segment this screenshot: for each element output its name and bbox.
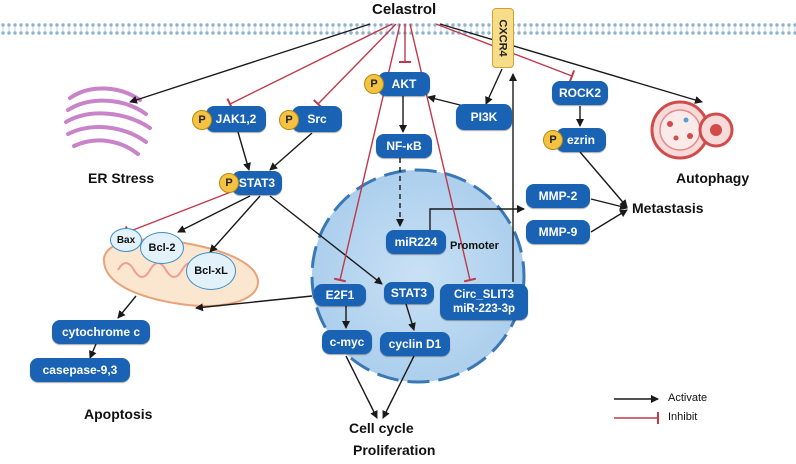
mmp9-node: MMP-9: [526, 220, 590, 244]
mmp2-node: MMP-2: [526, 184, 590, 208]
apoptosis-label: Apoptosis: [84, 406, 153, 422]
cyclin-d1-node: cyclin D1: [380, 332, 450, 356]
stat3-to-bclxl: [209, 195, 261, 253]
src-to-stat3: [269, 132, 313, 171]
pi3k-node: PI3K: [456, 104, 512, 130]
inhibition-lines: [124, 23, 659, 424]
e2f1-to-mitochondrion: [195, 295, 313, 312]
celastrol-inhibits-src: [313, 23, 397, 109]
stat3-to-nuclear-stat3: [269, 195, 383, 285]
endoplasmic-reticulum-icon: [64, 86, 152, 156]
cell-cycle-label: Cell cycle: [349, 420, 414, 436]
cmyc-node: c-myc: [322, 330, 372, 354]
nfkb-node: NF-κB: [376, 134, 432, 158]
celastrol-to-autophagy: [439, 23, 703, 104]
mmp2-to-metastasis: [590, 198, 628, 211]
akt-node: AKT: [378, 72, 430, 96]
nuclear-stat3-node: STAT3: [384, 282, 434, 304]
stat3-inhibits-bax: [124, 189, 237, 238]
mir224-node: miR224: [386, 230, 446, 254]
cyclin-to-cell-cycle: [382, 355, 415, 419]
legend-inhibit-label: Inhibit: [668, 411, 698, 423]
stat3-to-bcl2: [177, 195, 251, 233]
circ-slit3-text: Circ_SLIT3: [453, 289, 515, 301]
bclxl-bubble: Bcl-xL: [186, 252, 236, 290]
e2f1-node: E2F1: [314, 284, 366, 306]
rock2-node: ROCK2: [552, 81, 608, 105]
circ-slit3-mir223-node: Circ_SLIT3 miR-223-3p: [440, 284, 528, 320]
stat3-phospho-icon: P: [219, 173, 239, 193]
ezrin-node: ezrin: [556, 128, 606, 152]
celastrol-inhibits-e2f1: [333, 23, 401, 283]
autophagosome-icon: [650, 100, 734, 160]
promoter-label: Promoter: [450, 240, 499, 252]
caspase-node: casepase-9,3: [30, 358, 130, 382]
celastrol-inhibits-jak: [226, 23, 393, 110]
cxcr4-to-pi3k: [485, 68, 503, 105]
activation-arrows: [89, 23, 703, 419]
cytochrome-to-caspase: [89, 343, 97, 359]
bax-bubble: Bax: [110, 228, 142, 252]
src-phospho-icon: P: [279, 110, 299, 130]
er-stress-label: ER Stress: [88, 170, 155, 186]
celastrol-inhibits-circ: [409, 23, 477, 283]
legend-activate-label: Activate: [668, 392, 708, 404]
proliferation-label: Proliferation: [353, 442, 436, 458]
bcl2-bubble: Bcl-2: [140, 232, 184, 264]
autophagy-label: Autophagy: [676, 170, 750, 186]
cmyc-to-cell-cycle: [345, 355, 378, 419]
stat3-node: STAT3: [232, 171, 282, 195]
src-node: Src: [292, 106, 342, 132]
mir223-text: miR-223-3p: [453, 303, 515, 315]
ezrin-to-metastasis: [579, 151, 628, 208]
nucleus: [310, 168, 526, 384]
jak-to-stat3: [237, 131, 251, 171]
metastasis-label: Metastasis: [632, 200, 704, 216]
akt-phospho-icon: P: [364, 74, 384, 94]
cxcr4-receptor: CXCR4: [492, 8, 514, 68]
jak12-node: JAK1,2: [206, 106, 266, 132]
stat3-to-cyclin: [405, 303, 416, 331]
cxcr4-label: CXCR4: [497, 19, 510, 57]
mitochondrion-to-cytochrome: [117, 295, 137, 319]
cytochrome-c-node: cytochrome c: [52, 320, 150, 344]
mmp9-to-metastasis: [590, 209, 628, 233]
ezrin-phospho-icon: P: [543, 130, 563, 150]
drug-title: Celastrol: [372, 1, 437, 18]
cell-membrane: [0, 22, 796, 36]
jak12-phospho-icon: P: [192, 110, 212, 130]
celastrol-to-er-stress: [129, 23, 371, 104]
mir224-to-mmp2: [429, 205, 525, 230]
